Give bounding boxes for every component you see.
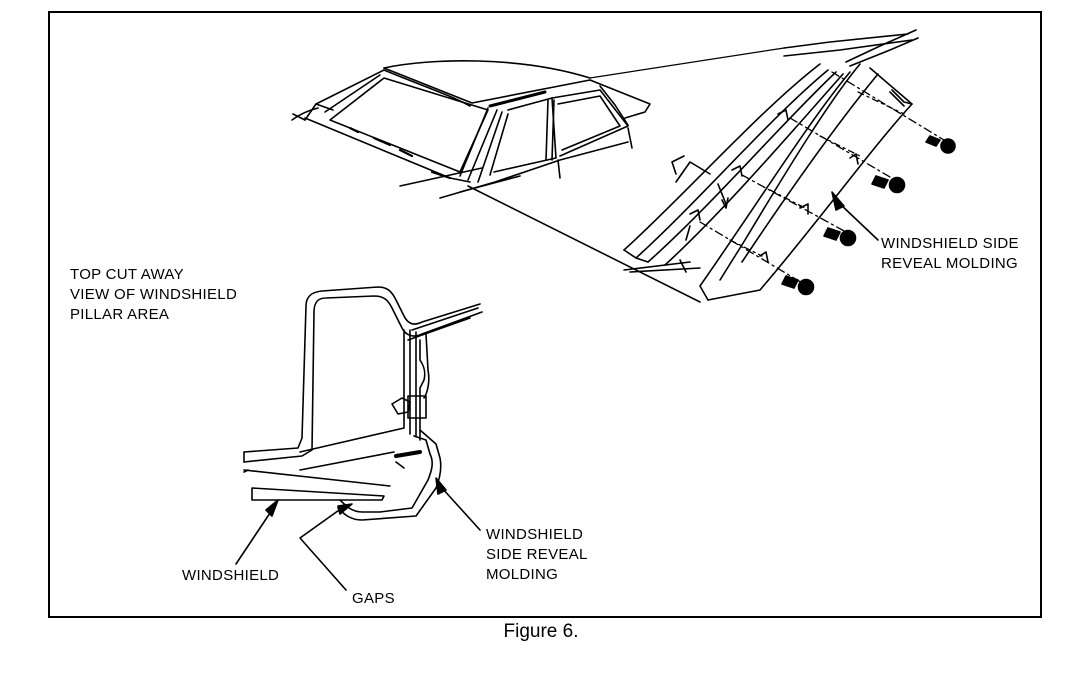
leader-line bbox=[299, 507, 347, 591]
figure-caption-text: Figure 6. bbox=[503, 621, 579, 642]
screw-icon bbox=[781, 275, 815, 296]
molding-label-upper-line1: WINDSHIELD SIDE bbox=[881, 235, 1019, 252]
arrow-head-icon bbox=[831, 191, 845, 211]
leader-line bbox=[839, 203, 879, 241]
figure-frame bbox=[48, 11, 1042, 618]
cutaway-section bbox=[243, 286, 483, 521]
windshield-label: WINDSHIELD bbox=[182, 567, 280, 584]
screw-icon bbox=[925, 135, 956, 154]
arrow-head-icon bbox=[265, 499, 279, 517]
top-view-label-line2: VIEW OF WINDSHIELD bbox=[70, 286, 238, 303]
leader-line bbox=[235, 509, 273, 565]
molding-label-lower-line1: WINDSHIELD bbox=[486, 526, 584, 543]
gaps-label: GAPS bbox=[352, 590, 395, 607]
arrow-head-icon bbox=[337, 503, 353, 515]
screw-icon bbox=[871, 175, 906, 194]
figure-caption: Figure 6. bbox=[0, 621, 1088, 643]
molding-label-lower-line2: SIDE REVEAL bbox=[486, 546, 588, 563]
arrow-head-icon bbox=[435, 477, 447, 495]
screw-icon bbox=[823, 227, 857, 247]
molding-label-lower-line3: MOLDING bbox=[486, 566, 559, 583]
molding-closeup bbox=[623, 29, 945, 301]
top-view-label-line1: TOP CUT AWAY bbox=[70, 266, 184, 283]
top-view-label-line3: PILLAR AREA bbox=[70, 306, 170, 323]
leader-line bbox=[441, 487, 481, 531]
molding-label-upper-line2: REVEAL MOLDING bbox=[881, 255, 1019, 272]
car-illustration bbox=[291, 47, 785, 303]
